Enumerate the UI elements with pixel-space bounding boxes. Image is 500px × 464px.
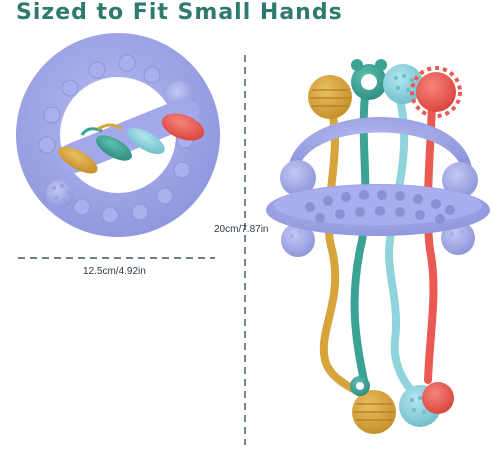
width-label: 12.5cm/4.92in: [83, 266, 146, 277]
height-label: 20cm/7.87in: [214, 224, 269, 235]
ring-toy: [16, 33, 220, 237]
pull-string-toy: [266, 59, 490, 434]
page-title: Sized to Fit Small Hands: [16, 0, 343, 25]
